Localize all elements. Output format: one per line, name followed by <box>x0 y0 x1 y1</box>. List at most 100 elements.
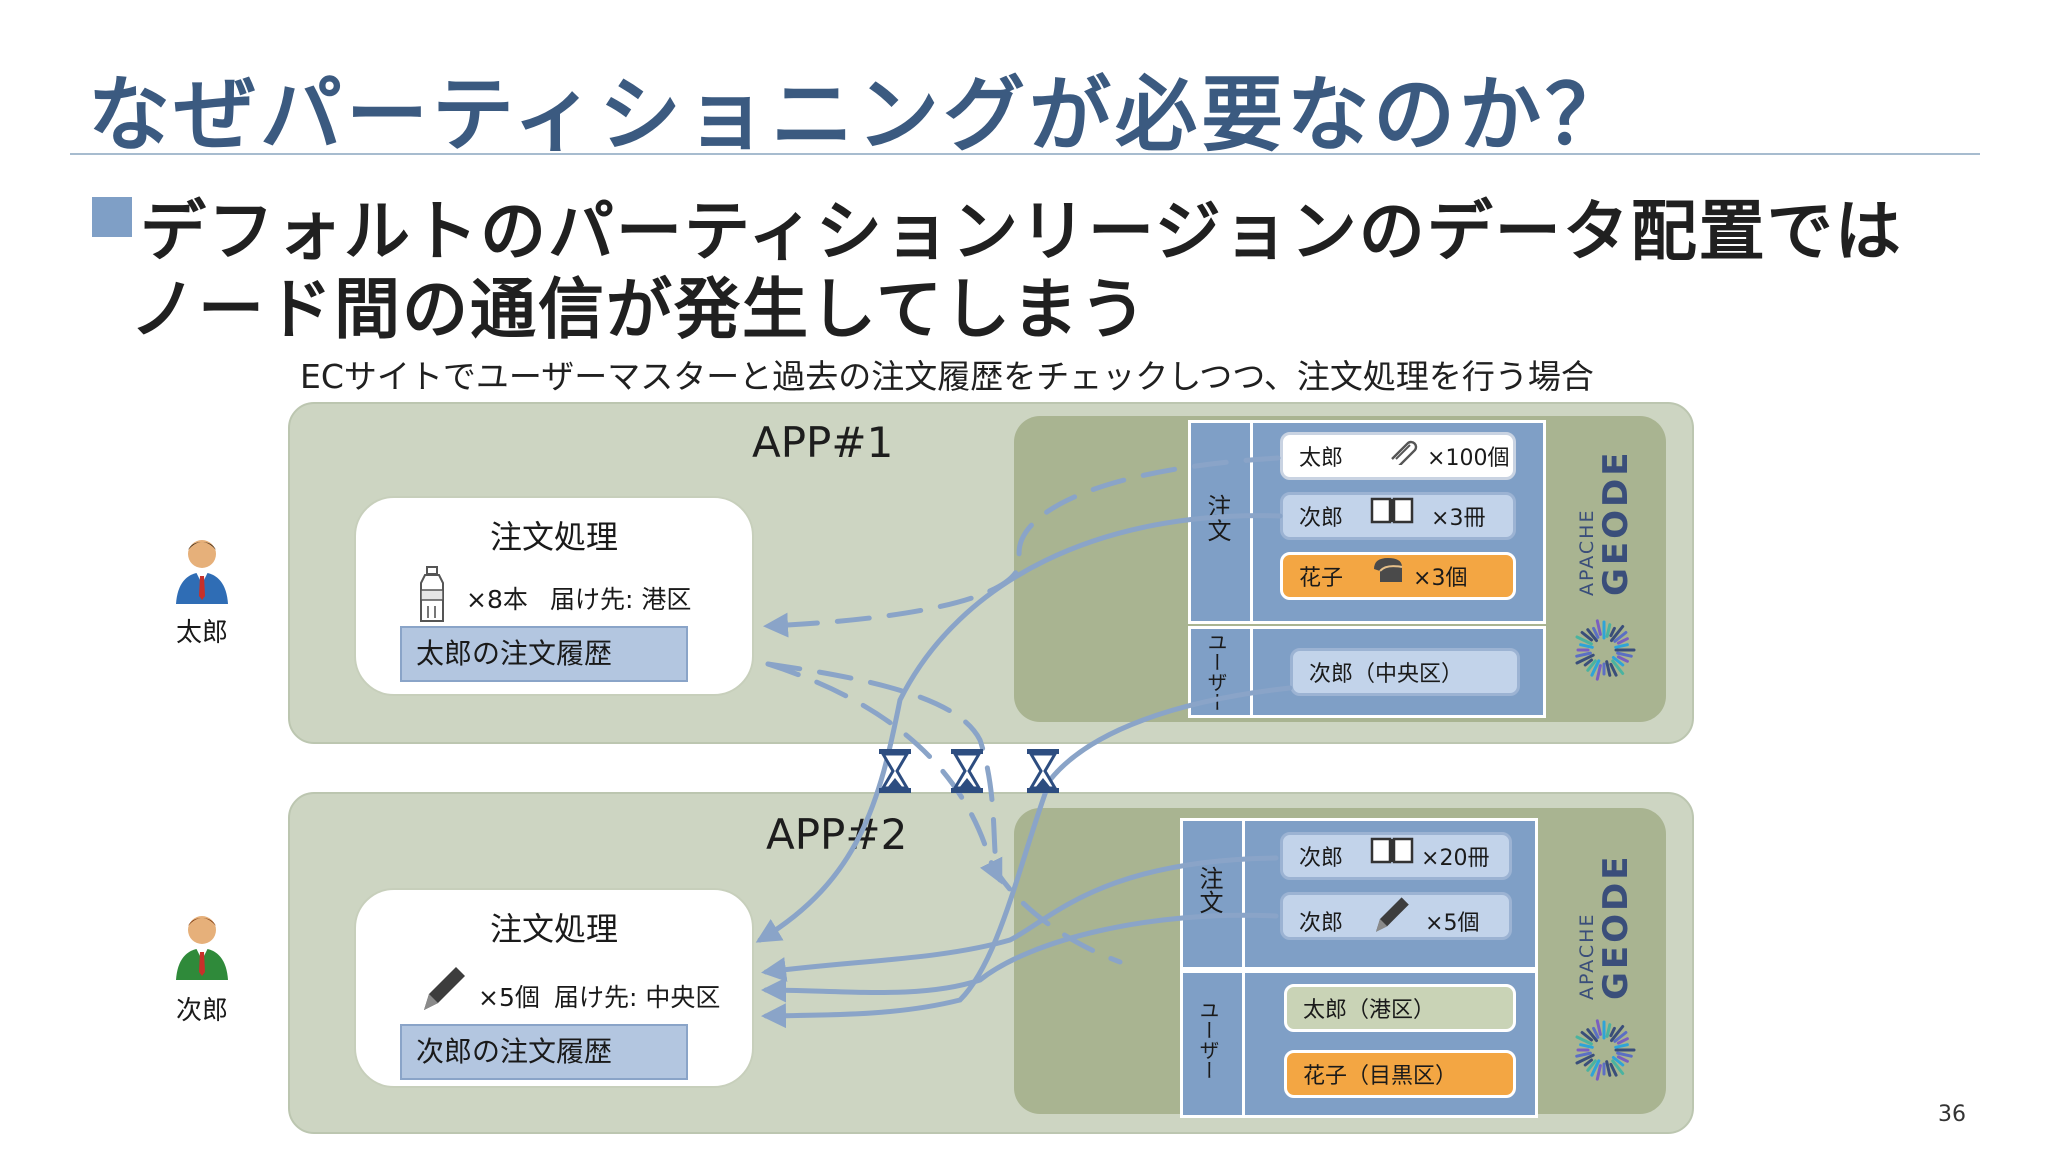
record-owner: 太郎 <box>1299 446 1344 471</box>
geode-logo-ray <box>1609 626 1616 638</box>
app1-geode-apache: APACHE <box>1576 508 1598 596</box>
record-owner: 次郎 <box>1299 911 1344 936</box>
app1-order-title: 注文処理 <box>489 518 618 556</box>
record-owner: 次郎 <box>1299 846 1344 871</box>
geode-logo-ray <box>1616 655 1629 663</box>
app1-order-record-taro: 太郎 ×100個 <box>1280 432 1516 480</box>
geode-logo-ray <box>1609 1062 1618 1077</box>
app1-users-region-divider <box>1250 626 1253 718</box>
geode-logo-ray <box>1583 658 1593 667</box>
app1-order-destination: 届け先: 港区 <box>550 585 692 614</box>
geode-logo-ray <box>1613 1031 1628 1043</box>
geode-logo-ray <box>1616 651 1633 658</box>
geode-logo-ray <box>1595 664 1602 681</box>
geode-logo-ray <box>1575 1035 1593 1046</box>
bread-icon <box>1370 555 1406 603</box>
geode-logo-ray <box>1579 1043 1594 1049</box>
app1-order-history: 太郎の注文履歴 <box>400 626 688 682</box>
geode-logo-ray <box>1605 623 1612 638</box>
app1-order-record-jiro: 次郎 ×3冊 <box>1280 492 1516 540</box>
geode-logo-ray <box>1609 1026 1616 1038</box>
app1-geode-logo-icon <box>1566 612 1642 692</box>
pen-icon <box>1372 895 1412 953</box>
app2-order-quantity: ×5個 <box>478 983 540 1012</box>
record-quantity: ×3個 <box>1413 566 1468 591</box>
geode-logo-ray <box>1595 619 1602 636</box>
record-quantity: ×5個 <box>1425 911 1480 936</box>
app1-orders-label: 注文 <box>1203 494 1231 542</box>
app2-order-record-jiro-book: 次郎 ×20冊 <box>1280 832 1512 880</box>
app2-order-box: 注文処理 ×5個 届け先: 中央区 次郎の注文履歴 <box>354 888 754 1088</box>
app2-user-record-hanako: 花子（目黒区） <box>1284 1050 1516 1098</box>
geode-logo-ray <box>1610 1025 1625 1043</box>
geode-logo-ray <box>1583 1058 1593 1067</box>
geode-logo-ray <box>1590 659 1601 677</box>
geode-logo-ray <box>1592 626 1600 639</box>
app2-orders-region-divider <box>1242 818 1245 970</box>
geode-logo-ray <box>1616 1037 1629 1045</box>
paperclip-icon <box>1386 435 1420 483</box>
page-number: 36 <box>1938 1102 1966 1127</box>
app1-geode-name: GEODE <box>1596 449 1636 596</box>
geode-logo-ray <box>1580 631 1593 642</box>
record-owner: 次郎 <box>1299 506 1344 531</box>
pen-icon <box>420 964 468 1018</box>
app2-geode-name: GEODE <box>1596 853 1636 1000</box>
geode-logo-ray <box>1575 1053 1595 1065</box>
geode-logo-ray <box>1605 1060 1612 1077</box>
geode-logo-ray <box>1605 660 1612 677</box>
app2-order-destination: 届け先: 中央区 <box>554 983 721 1012</box>
geode-logo-ray <box>1580 1031 1593 1042</box>
app1-users-label: ユーザー <box>1204 632 1228 712</box>
geode-logo-ray <box>1592 1026 1600 1039</box>
geode-logo-ray <box>1590 1059 1601 1077</box>
record-owner: 花子 <box>1299 566 1344 591</box>
app2-label: APP#2 <box>766 810 908 859</box>
geode-logo-ray <box>1609 662 1618 677</box>
book-icon <box>1370 495 1414 543</box>
app2-orders-label: 注文 <box>1195 866 1223 914</box>
app2-users-region-divider <box>1242 970 1245 1118</box>
app1-order-box: 注文処理 ×8本 届け先: 港区 太郎の注文履歴 <box>354 496 754 696</box>
geode-logo-ray <box>1575 635 1593 646</box>
record-quantity: ×100個 <box>1427 446 1510 471</box>
geode-logo-ray <box>1611 659 1625 675</box>
geode-logo-ray <box>1616 637 1629 645</box>
app2-users-label: ユーザー <box>1196 1000 1220 1080</box>
geode-logo-ray <box>1614 1043 1629 1049</box>
geode-logo-ray <box>1575 1051 1592 1058</box>
geode-logo-ray <box>1613 631 1628 643</box>
geode-logo-ray <box>1575 653 1595 665</box>
app2-geode-logo-icon <box>1566 1012 1642 1092</box>
app2-order-title: 注文処理 <box>489 910 618 948</box>
app2-order-record-jiro-pen: 次郎 ×5個 <box>1280 892 1512 940</box>
geode-logo-ray <box>1611 656 1625 667</box>
app2-order-history: 次郎の注文履歴 <box>400 1024 688 1080</box>
app1-label: APP#1 <box>752 418 894 467</box>
businessman-blue-tie-icon <box>172 536 232 610</box>
water-bottle-icon <box>418 566 446 628</box>
app2-user-record-taro: 太郎（港区） <box>1284 984 1516 1032</box>
bullet-square-icon <box>92 197 132 237</box>
geode-logo-ray <box>1605 1023 1612 1038</box>
geode-logo-ray <box>1595 1064 1602 1081</box>
geode-logo-ray <box>1614 643 1629 649</box>
geode-logo-ray <box>1586 1028 1598 1043</box>
app1-user-record-jiro: 次郎（中央区） <box>1290 648 1520 696</box>
hourglass-icon <box>878 748 912 798</box>
slide-title: なぜパーティショニングが必要なのか？ <box>88 68 1632 163</box>
geode-logo-ray <box>1586 628 1598 643</box>
bullet-text-line-1: デフォルトのパーティションリージョンのデータ配置では <box>140 193 1903 270</box>
geode-logo-ray <box>1575 651 1592 658</box>
record-quantity: ×3冊 <box>1431 506 1486 531</box>
user-label-taro: 太郎 <box>176 618 229 648</box>
geode-logo-ray <box>1611 1056 1625 1067</box>
app1-order-quantity: ×8本 <box>466 585 528 614</box>
title-divider <box>70 153 1980 155</box>
hourglass-icon <box>1026 748 1060 798</box>
app2-geode-apache: APACHE <box>1576 912 1598 1000</box>
user-label-jiro: 次郎 <box>176 996 229 1026</box>
app1-order-record-hanako: 花子 ×3個 <box>1280 552 1516 600</box>
geode-logo-ray <box>1586 659 1597 672</box>
geode-logo-ray <box>1586 1059 1597 1072</box>
